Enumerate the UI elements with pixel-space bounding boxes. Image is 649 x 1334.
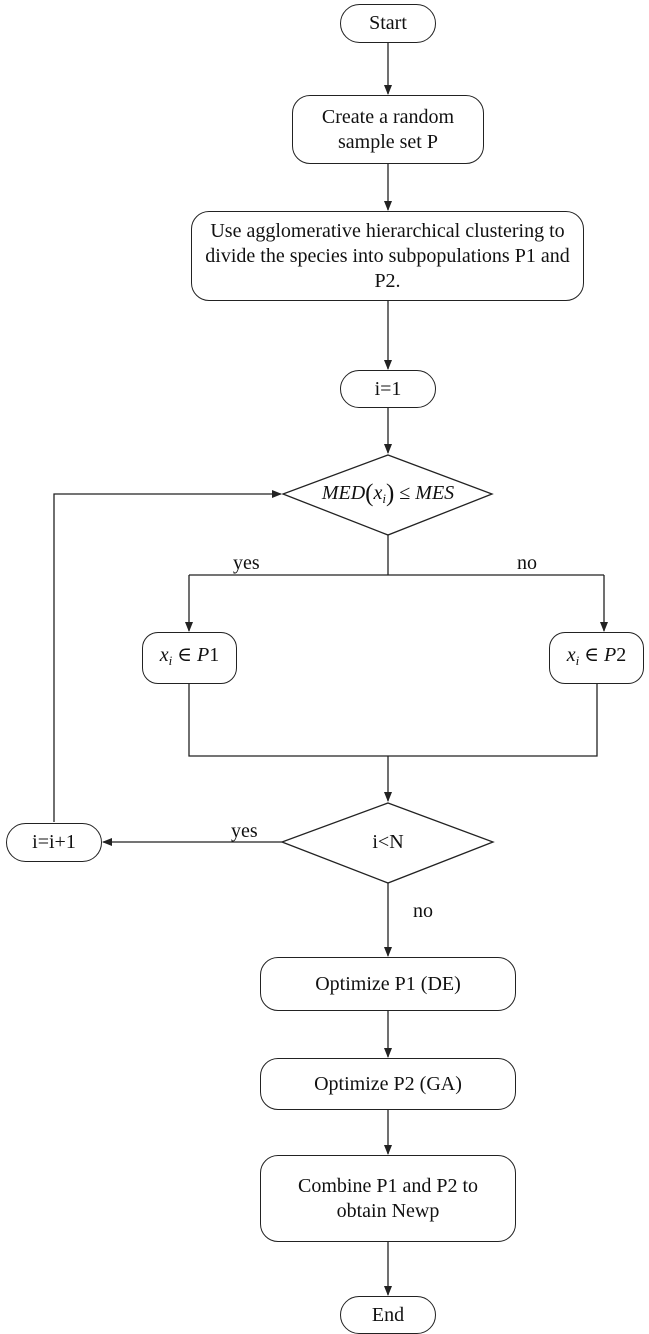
end-label: End (371, 1303, 405, 1326)
p2-operator: ∈ (584, 644, 600, 666)
check-i-label: i<N (372, 830, 404, 853)
optimize-p1-node: Optimize P1 (DE) (260, 957, 516, 1011)
p2-var: x (566, 644, 576, 666)
init-i-label: i=1 (374, 377, 402, 400)
connector-merge (188, 684, 598, 757)
p1-operator: ∈ (177, 644, 193, 666)
optimize-p1-label: Optimize P1 (DE) (315, 972, 461, 995)
increment-i-node: i=i+1 (6, 823, 102, 862)
assign-p1-node: xi ∈ P1 (142, 632, 237, 684)
med-function: MED (321, 481, 366, 504)
end-node: End (340, 1296, 436, 1334)
arrow-increment-loop-back (53, 490, 282, 822)
start-node: Start (340, 4, 436, 43)
clustering-label: Use agglomerative hierarchical clusterin… (205, 219, 570, 292)
p2-index: 2 (616, 644, 627, 666)
p2-subscript: i (575, 653, 580, 668)
med-no-label: no (517, 552, 537, 574)
clustering-node: Use agglomerative hierarchical clusterin… (191, 211, 584, 301)
assign-p2-node: xi ∈ P2 (549, 632, 644, 684)
p1-set: P (197, 644, 210, 666)
mes-constant: MES (415, 481, 455, 504)
p1-subscript: i (168, 653, 173, 668)
p1-var: x (159, 644, 169, 666)
exit-no-label: no (413, 900, 433, 922)
med-yes-label: yes (233, 552, 260, 574)
loop-yes-label: yes (231, 820, 258, 842)
condition-med-text: MED(xi) ≤ MES (321, 479, 455, 507)
optimize-p2-node: Optimize P2 (GA) (260, 1058, 516, 1110)
med-operator: ≤ (399, 481, 411, 504)
p1-index: 1 (209, 644, 220, 666)
start-label: Start (369, 12, 407, 34)
combine-label: Combine P1 and P2 to obtain Newp (297, 1174, 478, 1222)
init-i-node: i=1 (340, 370, 436, 408)
create-sample-label: Create a random sample set P (321, 105, 455, 153)
optimize-p2-label: Optimize P2 (GA) (314, 1072, 462, 1095)
med-subscript: i (382, 490, 386, 506)
check-i-text: i<N (330, 822, 446, 862)
med-var: x (373, 481, 383, 504)
increment-i-label: i=i+1 (32, 831, 76, 853)
combine-node: Combine P1 and P2 to obtain Newp (260, 1155, 516, 1242)
p2-set: P (604, 644, 617, 666)
create-sample-node: Create a random sample set P (292, 95, 484, 164)
